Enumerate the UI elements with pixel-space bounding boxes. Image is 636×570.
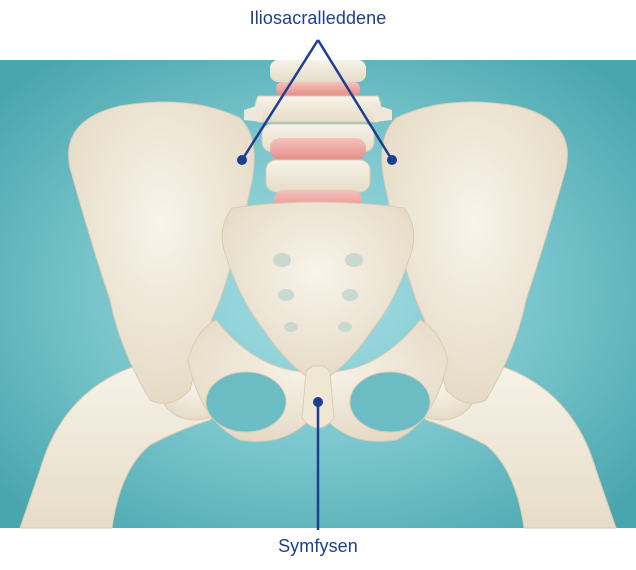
left-sacroiliac-marker: [237, 155, 247, 165]
left-obturator-foramen: [206, 372, 286, 432]
symphysis-marker: [313, 397, 323, 407]
right-sacroiliac-marker: [387, 155, 397, 165]
symphysis-label: Symfysen: [0, 536, 636, 557]
right-obturator-foramen: [350, 372, 430, 432]
sacroiliac-joints-label: Iliosacralleddene: [0, 8, 636, 29]
